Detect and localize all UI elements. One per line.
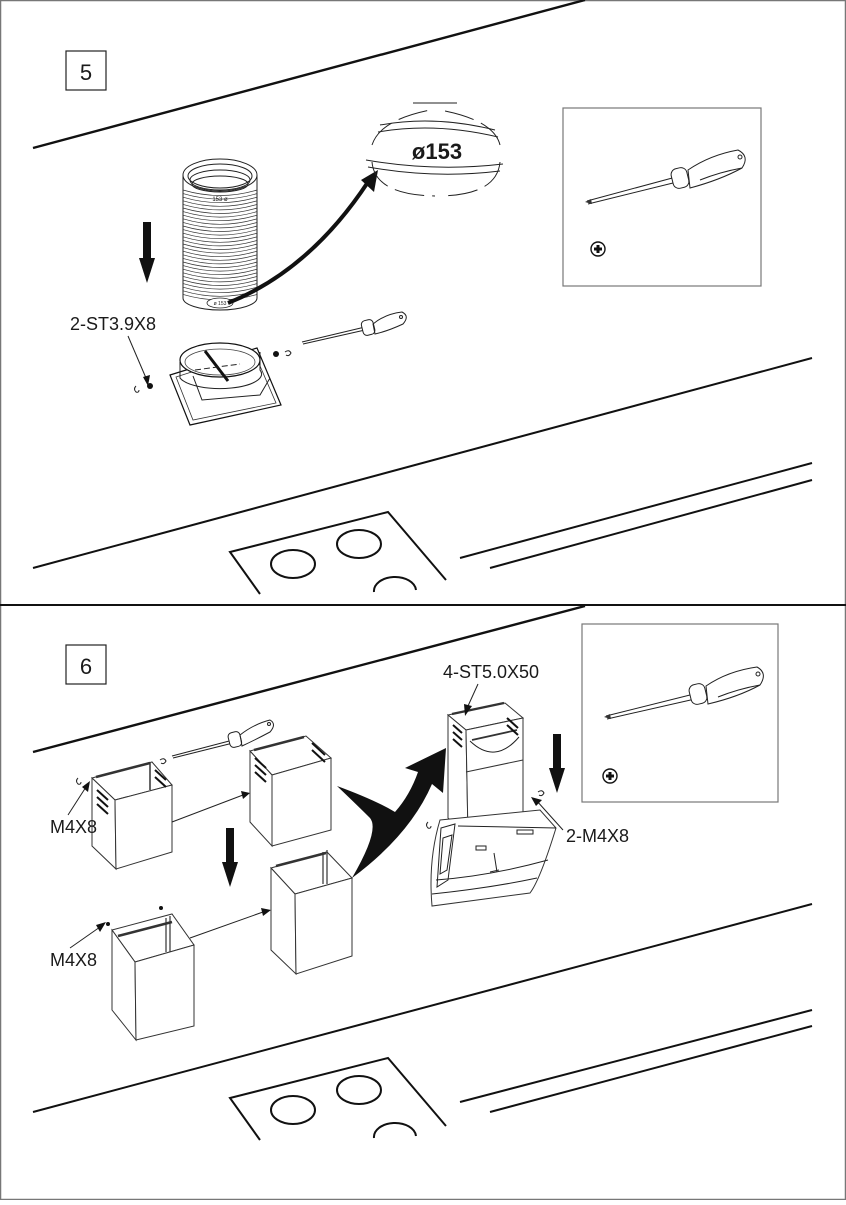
move-arrow — [172, 795, 243, 822]
down-arrow-icon — [222, 828, 238, 887]
duct-rib — [183, 215, 257, 221]
duct-rib — [183, 240, 257, 246]
duct-rib — [183, 248, 257, 254]
chimney-section-lower-left — [112, 914, 194, 1040]
down-arrow-icon — [139, 222, 155, 283]
counter-edge-line-1 — [460, 463, 812, 558]
move-arrow — [190, 912, 263, 938]
screw-icon — [135, 383, 154, 392]
duct-rib — [183, 237, 257, 243]
screw-icon — [538, 791, 544, 796]
ceiling-line — [33, 0, 585, 148]
duct-rib — [183, 222, 257, 228]
counter-edge-line-2 — [490, 1026, 812, 1112]
screw-icon — [106, 922, 110, 926]
phillips-head-icon — [591, 242, 605, 256]
duct-rib — [183, 233, 257, 239]
burner — [374, 577, 416, 592]
counter-edge-line-1 — [460, 1010, 812, 1102]
screw-spec-label-lower-left: M4X8 — [50, 950, 97, 970]
duct-rib — [183, 280, 257, 286]
duct-rib — [183, 255, 257, 260]
step-5-number-box: 5 — [66, 51, 106, 90]
step-5-number: 5 — [80, 60, 92, 85]
duct-connector-flange — [170, 343, 281, 425]
leader-line — [128, 336, 146, 378]
leader-line — [68, 787, 86, 815]
duct-diameter-label: ø153 — [412, 139, 462, 164]
step-6-tool-box — [582, 624, 778, 802]
screw-icon — [77, 778, 82, 784]
screw-icon — [427, 822, 432, 828]
burner — [374, 1123, 416, 1138]
big-curved-arrow-icon — [337, 748, 446, 878]
duct-rib — [183, 226, 257, 232]
counter-edge-line-2 — [490, 480, 812, 568]
duct-rib — [183, 208, 257, 214]
chimney-section-lower-middle — [271, 850, 352, 974]
duct-rib — [183, 244, 257, 250]
chimney-section-upper-left — [92, 762, 172, 869]
screw-spec-label-upper-left: M4X8 — [50, 817, 97, 837]
down-arrow-icon — [549, 734, 565, 793]
duct-rib — [183, 269, 257, 275]
duct-rib — [183, 251, 257, 257]
duct-rib — [183, 273, 257, 279]
duct-rib — [183, 204, 257, 210]
screwdriver-icon — [302, 312, 406, 344]
diameter-magnifier: ø153 — [366, 103, 503, 196]
duct-mark-top: 153 ø — [212, 197, 228, 203]
duct-rib — [183, 266, 257, 272]
screw-spec-label-top: 4-ST5.0X50 — [443, 662, 539, 682]
burner — [271, 1096, 315, 1124]
screw-icon — [160, 759, 166, 764]
duct-mark-bottom: ø 153 — [214, 301, 227, 307]
screw-icon — [273, 351, 291, 357]
cooktop — [230, 512, 446, 594]
leader-line — [468, 684, 478, 706]
duct-rib — [183, 212, 257, 218]
flexible-duct: 153 ø ø 153 — [183, 159, 257, 310]
step-6-number: 6 — [80, 654, 92, 679]
cooktop — [230, 1058, 446, 1140]
burner — [337, 1076, 381, 1104]
duct-rib — [183, 219, 257, 225]
screw-icon — [159, 906, 163, 910]
screw-spec-label: 2-ST3.9X8 — [70, 314, 156, 334]
chimney-section-upper-middle — [250, 736, 331, 846]
leader-line — [70, 927, 100, 948]
duct-rib — [183, 284, 257, 290]
burner — [271, 550, 315, 578]
phillips-head-icon — [603, 769, 617, 783]
duct-rib — [183, 287, 257, 293]
screw-spec-label-right: 2-M4X8 — [566, 826, 629, 846]
duct-rib — [183, 262, 257, 268]
counter-line-back — [33, 358, 812, 568]
step-5-panel: 5 153 ø ø 153 — [33, 0, 812, 594]
step-6-number-box: 6 — [66, 645, 106, 684]
duct-rib — [183, 276, 257, 282]
duct-rib — [183, 230, 257, 236]
duct-rib — [183, 258, 257, 264]
burner — [337, 530, 381, 558]
step-5-tool-box — [563, 108, 761, 286]
